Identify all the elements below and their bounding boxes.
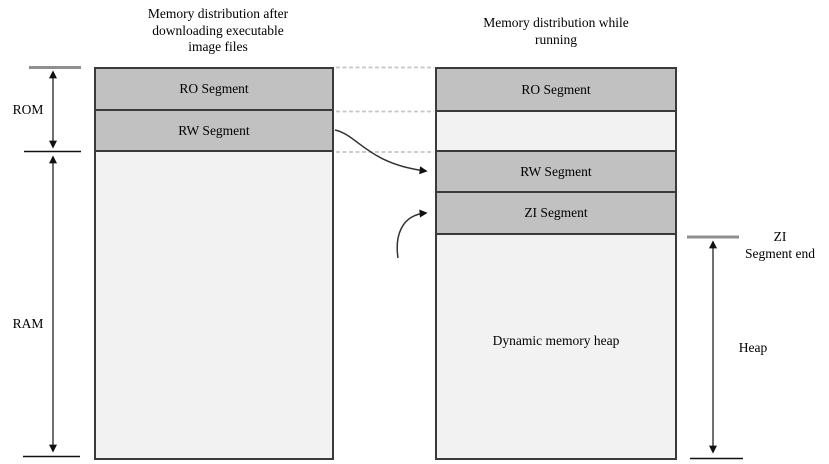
ram-label: RAM — [12, 316, 44, 331]
right-memory-column: RO Segment RW Segment ZI Segment Dynamic… — [435, 67, 677, 460]
right-gap-area — [437, 112, 675, 152]
left-ro-segment: RO Segment — [96, 69, 332, 111]
left-empty-ram-area — [96, 152, 332, 458]
zi-segment-end-label: ZI Segment end — [744, 229, 816, 261]
right-ro-segment-label: RO Segment — [521, 81, 591, 97]
left-rw-segment: RW Segment — [96, 111, 332, 152]
left-rw-segment-label: RW Segment — [178, 122, 250, 138]
left-memory-column: RO Segment RW Segment — [94, 67, 334, 460]
heap-area-label: Dynamic memory heap — [492, 332, 620, 348]
rom-label: ROM — [12, 102, 44, 117]
rw-relocation-arrow — [334, 129, 428, 175]
right-ro-segment: RO Segment — [437, 69, 675, 112]
right-heap-area: Dynamic memory heap — [437, 235, 675, 458]
right-rw-segment: RW Segment — [437, 152, 675, 193]
right-zi-segment: ZI Segment — [437, 193, 675, 235]
right-zi-segment-label: ZI Segment — [524, 205, 588, 220]
right-rw-segment-label: RW Segment — [520, 163, 592, 179]
left-column-title: Memory distribution after downloading ex… — [147, 6, 289, 54]
right-column-title: Memory distribution while running — [483, 15, 629, 47]
zi-relocation-arrow — [396, 209, 428, 259]
left-ro-segment-label: RO Segment — [179, 81, 249, 96]
heap-label: Heap — [738, 340, 768, 355]
